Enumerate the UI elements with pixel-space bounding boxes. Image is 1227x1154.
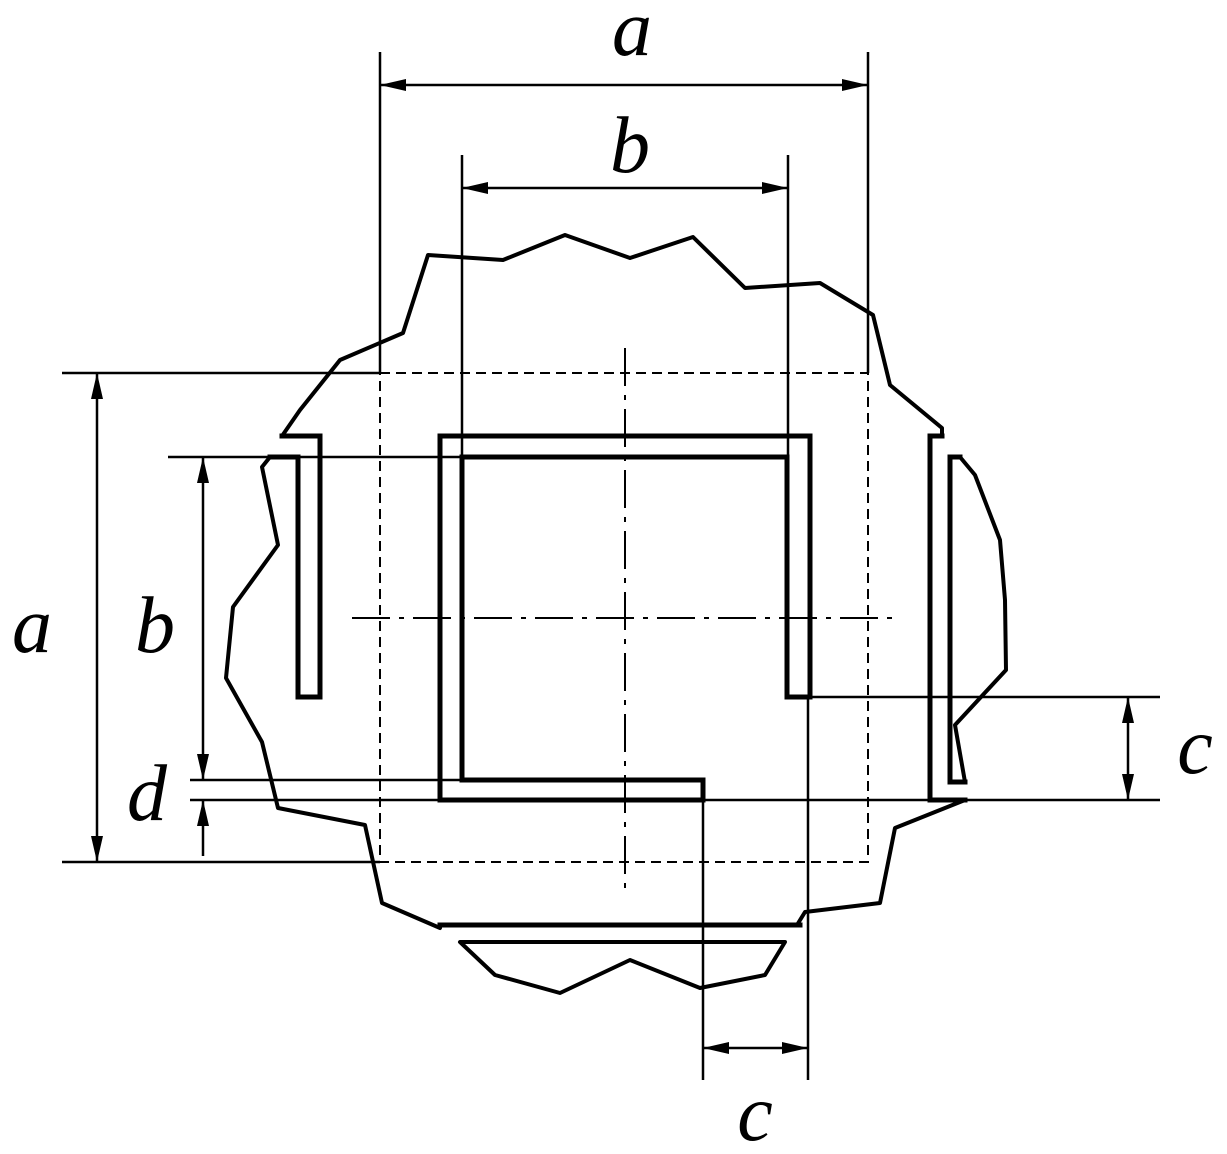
label-top-a: a bbox=[612, 0, 652, 73]
right-bracket-outer bbox=[927, 433, 968, 803]
bottom-broken-piece bbox=[458, 940, 787, 995]
c-profile bbox=[437, 433, 813, 803]
right-bracket-inner bbox=[947, 454, 968, 785]
break-line-bottom-right bbox=[795, 798, 967, 927]
left-bracket bbox=[267, 433, 323, 700]
label-left-a: a bbox=[12, 582, 52, 670]
break-line-right bbox=[953, 455, 1008, 784]
label-right-c: c bbox=[1177, 703, 1213, 791]
break-line-left bbox=[224, 455, 442, 930]
label-bottom-c: c bbox=[737, 1070, 773, 1154]
label-top-b: b bbox=[610, 102, 650, 190]
label-left-b: b bbox=[135, 582, 175, 670]
label-left-d: d bbox=[127, 750, 168, 838]
break-line-top bbox=[280, 233, 944, 438]
